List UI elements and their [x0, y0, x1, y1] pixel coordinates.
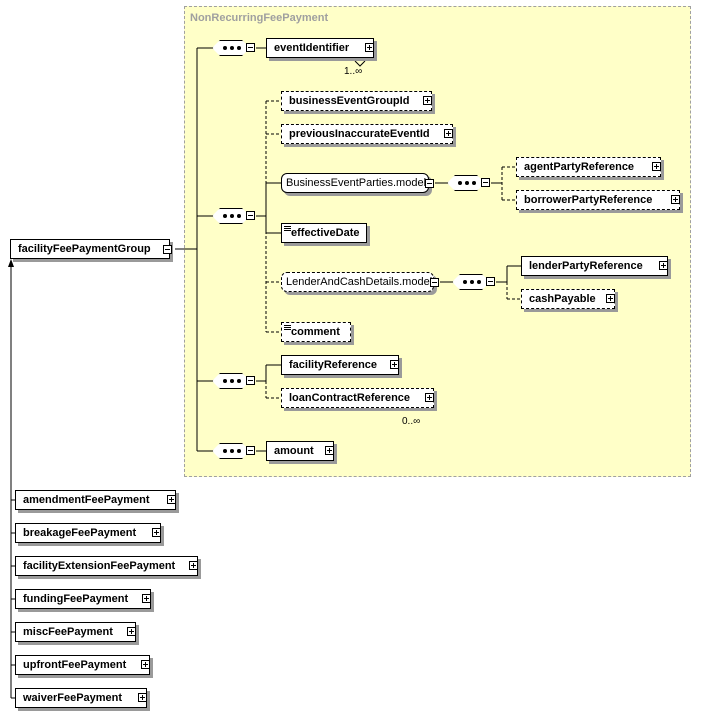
region-title: NonRecurringFeePayment — [190, 12, 329, 24]
derived-funding-fee-payment[interactable]: fundingFeePayment — [15, 589, 151, 609]
group-label: BusinessEventParties.model — [286, 177, 427, 189]
expand-icon[interactable] — [390, 360, 399, 369]
expand-icon[interactable] — [652, 162, 661, 171]
element-label: lenderPartyReference — [529, 260, 643, 272]
expand-icon[interactable] — [152, 528, 161, 537]
sequence-collapse-icon[interactable] — [246, 376, 255, 385]
expand-icon[interactable] — [325, 446, 334, 455]
sequence-collapse-icon[interactable] — [246, 43, 255, 52]
sequence-icon — [452, 274, 490, 290]
element-label: eventIdentifier — [274, 42, 350, 54]
group-label: LenderAndCashDetails.model — [286, 276, 433, 288]
expand-icon[interactable] — [189, 561, 198, 570]
sequence-collapse-icon[interactable] — [486, 277, 495, 286]
sequence-collapse-icon[interactable] — [246, 211, 255, 220]
root-label: facilityFeePaymentGroup — [18, 243, 151, 255]
element-business-event-group-id[interactable]: businessEventGroupId — [281, 91, 432, 111]
expand-icon[interactable] — [425, 393, 434, 402]
element-label: fundingFeePayment — [23, 593, 129, 605]
element-amount[interactable]: amount — [266, 441, 334, 461]
element-label: miscFeePayment — [23, 626, 113, 638]
element-label: previousInaccurateEventId — [289, 128, 430, 140]
element-label: facilityExtensionFeePayment — [23, 560, 176, 572]
element-label: businessEventGroupId — [289, 95, 410, 107]
group-collapse-icon[interactable] — [425, 179, 434, 188]
derived-upfront-fee-payment[interactable]: upfrontFeePayment — [15, 655, 150, 675]
element-label: agentPartyReference — [524, 161, 635, 173]
group-business-event-parties-model[interactable]: BusinessEventParties.model — [281, 173, 429, 193]
group-collapse-icon[interactable] — [430, 278, 439, 287]
sequence-icon — [212, 373, 250, 389]
element-label: amendmentFeePayment — [23, 494, 150, 506]
element-effective-date[interactable]: effectiveDate — [281, 223, 367, 243]
sequence-icon — [212, 208, 250, 224]
derived-misc-fee-payment[interactable]: miscFeePayment — [15, 622, 136, 642]
element-comment[interactable]: comment — [281, 322, 351, 342]
expand-icon[interactable] — [142, 594, 151, 603]
simple-type-icon — [284, 226, 291, 232]
element-label: effectiveDate — [291, 227, 360, 239]
element-label: cashPayable — [529, 293, 596, 305]
element-label: facilityReference — [289, 359, 378, 371]
cardinality-label: 0..∞ — [402, 416, 421, 427]
element-lender-party-reference[interactable]: lenderPartyReference — [521, 256, 668, 276]
element-cash-payable[interactable]: cashPayable — [521, 289, 615, 309]
root-element[interactable]: facilityFeePaymentGroup — [10, 239, 170, 259]
sequence-icon — [212, 443, 250, 459]
expand-icon[interactable] — [423, 96, 432, 105]
element-label: amount — [274, 445, 314, 457]
derived-waiver-fee-payment[interactable]: waiverFeePayment — [15, 688, 147, 708]
expand-icon[interactable] — [444, 129, 453, 138]
element-label: waiverFeePayment — [23, 692, 123, 704]
element-loan-contract-reference[interactable]: loanContractReference — [281, 388, 434, 408]
expand-icon[interactable] — [659, 261, 668, 270]
sequence-icon — [447, 175, 485, 191]
derived-breakage-fee-payment[interactable]: breakageFeePayment — [15, 523, 161, 543]
element-agent-party-reference[interactable]: agentPartyReference — [516, 157, 661, 177]
derived-amendment-fee-payment[interactable]: amendmentFeePayment — [15, 490, 176, 510]
element-label: breakageFeePayment — [23, 527, 137, 539]
element-label: loanContractReference — [289, 392, 411, 404]
sequence-collapse-icon[interactable] — [481, 178, 490, 187]
element-label: borrowerPartyReference — [524, 194, 653, 206]
expand-icon[interactable] — [671, 195, 680, 204]
sequence-icon — [212, 40, 250, 56]
simple-type-icon — [284, 325, 291, 331]
element-label: comment — [291, 326, 340, 338]
root-collapse-icon[interactable] — [163, 245, 172, 254]
group-lender-and-cash-details-model[interactable]: LenderAndCashDetails.model — [281, 272, 434, 292]
expand-icon[interactable] — [167, 495, 176, 504]
element-label: upfrontFeePayment — [23, 659, 127, 671]
sequence-collapse-icon[interactable] — [246, 446, 255, 455]
expand-icon[interactable] — [127, 627, 136, 636]
element-facility-reference[interactable]: facilityReference — [281, 355, 399, 375]
expand-icon[interactable] — [141, 660, 150, 669]
cardinality-label: 1..∞ — [344, 66, 363, 77]
derived-facility-extension-fee-payment[interactable]: facilityExtensionFeePayment — [15, 556, 198, 576]
expand-icon[interactable] — [138, 693, 147, 702]
element-borrower-party-reference[interactable]: borrowerPartyReference — [516, 190, 680, 210]
expand-icon[interactable] — [606, 294, 615, 303]
expand-icon[interactable] — [365, 43, 374, 52]
element-previous-inaccurate-event-id[interactable]: previousInaccurateEventId — [281, 124, 453, 144]
element-event-identifier[interactable]: eventIdentifier — [266, 38, 374, 58]
